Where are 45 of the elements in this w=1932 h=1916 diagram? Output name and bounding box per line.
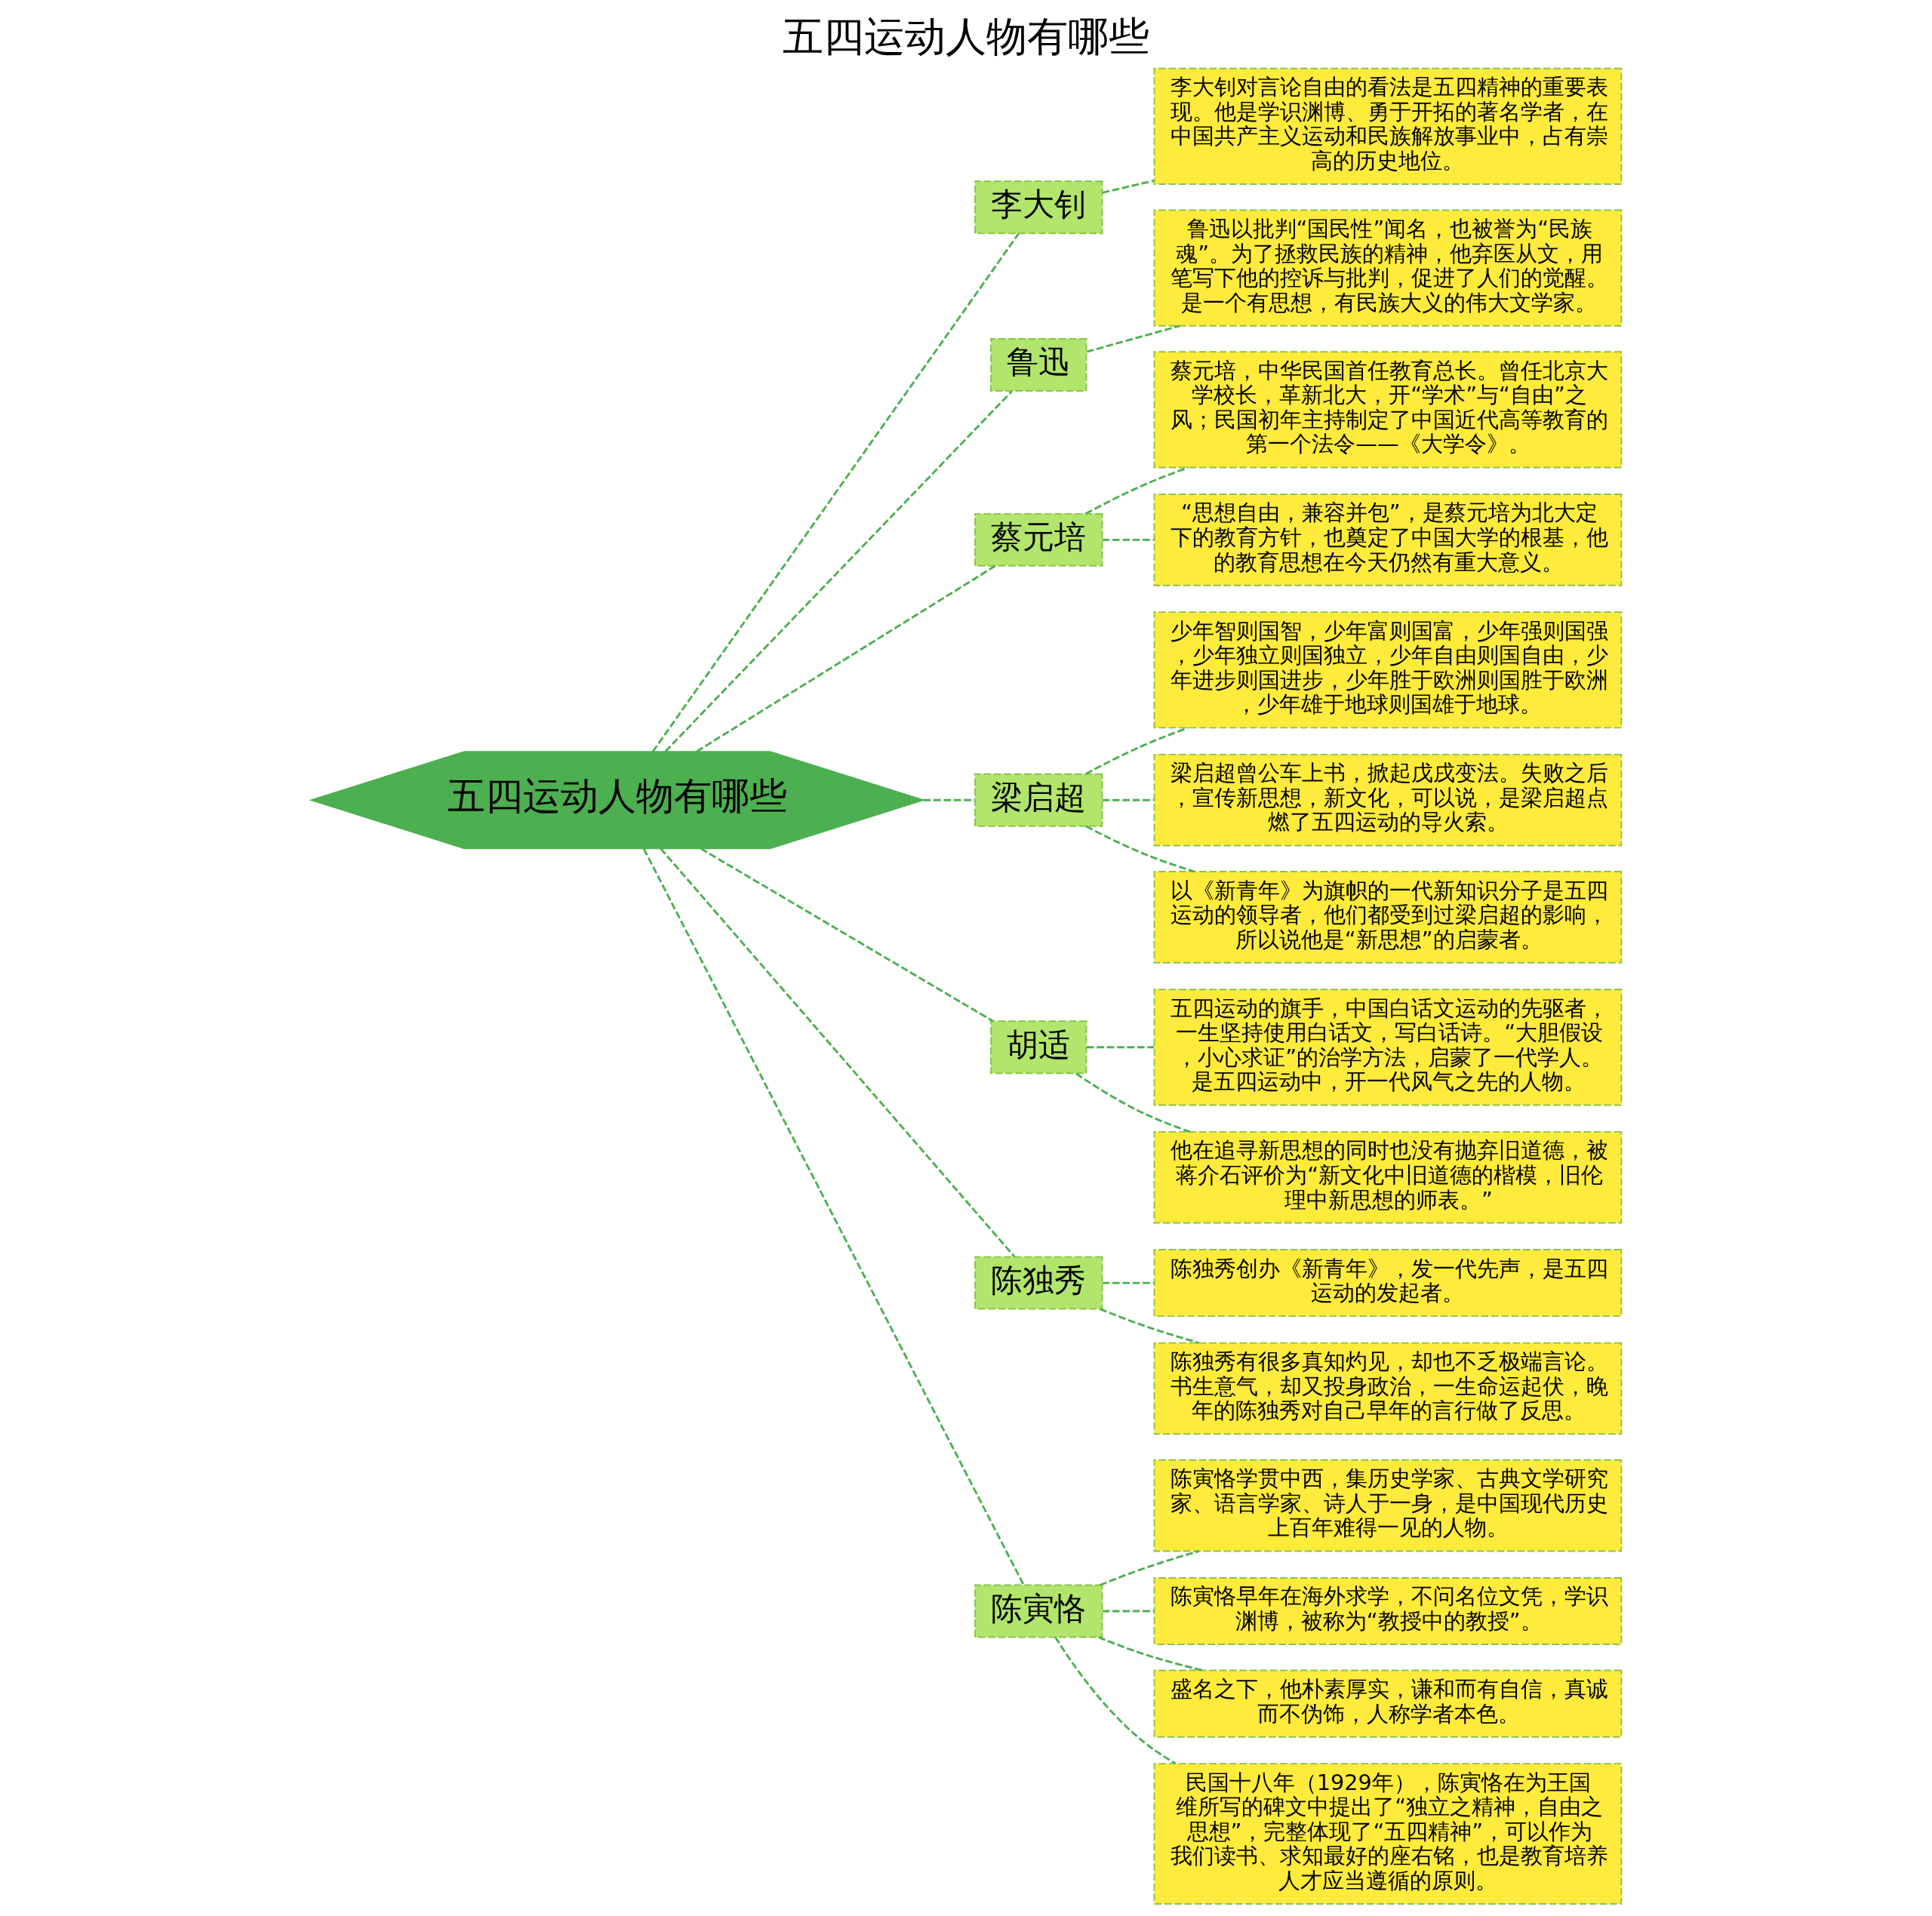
- node-box: 李大钊对言论自由的看法是五四精神的重要表现。他是学识渊博、勇于开拓的著名学者，在中国共产主义运动和民族解放事业中，占有崇高的历史地位。: [1153, 67, 1622, 185]
- node-box: 盛名之下，他朴素厚实，谦和而有自信，真诚而不伪饰，人称学者本色。: [1153, 1669, 1622, 1738]
- connector: [1102, 1610, 1154, 1613]
- connector: [664, 390, 1013, 752]
- connector: [651, 232, 1020, 752]
- connector: [1085, 825, 1195, 873]
- connector: [1097, 1636, 1203, 1672]
- node-box: 少年智则国智，少年富则国富，少年强则国强，少年独立则国独立，少年自由则国自由，少年进步则国进步，少年胜于欧洲则国胜于欧洲，少年雄于地球则国雄于地球。: [1153, 611, 1622, 729]
- connector: [1102, 798, 1154, 801]
- node-box: 鲁迅以批判“国民性”闻名，也被誉为“民族魂”。为了拯救民族的精神，他弃医从文，用笔写下他的控诉与批判，促进了人们的觉醒。是一个有思想，有民族大义的伟大文学家。: [1153, 209, 1622, 327]
- node-box: 鲁迅: [989, 338, 1087, 392]
- connector: [1101, 179, 1155, 194]
- connector: [1086, 324, 1180, 353]
- node-box: 以《新青年》为旗帜的一代新知识分子是五四运动的领导者，他们都受到过梁启超的影响，所以说他是“新思想”的启蒙者。: [1153, 871, 1622, 964]
- connector: [1102, 538, 1154, 541]
- node-box: 蔡元培，中华民国首任教育总长。曾任北京大学校长，革新北大，开“学术”与“自由”之风；民国初年主持制定了中国近代高等教育的第一个法令——《大学令》。: [1153, 351, 1622, 469]
- connector: [923, 798, 975, 801]
- connector: [1099, 1308, 1199, 1344]
- node-box: 李大钊: [974, 180, 1103, 235]
- connector: [642, 848, 1025, 1585]
- node-box: 陈寅恪学贯中西，集历史学家、古典文学研究家、语言学家、诗人于一身，是中国现代历史上百年难得一见的人物。: [1153, 1459, 1622, 1552]
- connector: [696, 564, 995, 752]
- connector: [1099, 1550, 1199, 1586]
- node-box: 陈独秀有很多真知灼见，却也不乏极端言论。书生意气，却又投身政治，一生命运起伏，晚年的陈独秀对自己早年的言行做了反思。: [1153, 1342, 1622, 1435]
- connector: [1102, 1281, 1154, 1284]
- node-box: 陈寅恪早年在海外求学，不问名位文凭，学识渊博，被称为“教授中的教授”。: [1153, 1576, 1622, 1645]
- connector: [1075, 1072, 1190, 1133]
- node-box: 胡适: [989, 1020, 1087, 1075]
- connector: [1084, 727, 1189, 775]
- node-box: 陈寅恪: [974, 1584, 1103, 1638]
- node-box: 梁启超: [974, 773, 1103, 827]
- node-box: 他在追寻新思想的同时也没有抛弃旧道德，被蒋介石评价为“新文化中旧道德的楷模，旧伦理中新思想的师表。”: [1153, 1130, 1622, 1224]
- node-box: 陈独秀: [974, 1256, 1103, 1310]
- connector: [1084, 466, 1189, 515]
- connector: [659, 847, 1015, 1258]
- node-box: “思想自由，兼容并包”，是蔡元培为北大定下的教育方针，也奠定了中国大学的根基，他的教育思想在今天仍然有重大意义。: [1153, 494, 1622, 586]
- node-box: 五四运动的旗手，中国白话文运动的先驱者，一生坚持使用白话文，写白话诗。“大胆假设，小心求证”的治学方法，启蒙了一代学人。是五四运动中，开一代风气之先的人物。: [1153, 989, 1622, 1106]
- node-box: 蔡元培: [974, 512, 1103, 567]
- node-box: 民国十八年（1929年），陈寅恪在为王国维所写的碑文中提出了“独立之精神，自由之思想”，完整体现了“五四精神”，可以作为我们读书、求知最好的座右铭，也是教育培养人才应当遵循的原则。: [1153, 1763, 1622, 1905]
- connector: [1054, 1636, 1176, 1765]
- diagram-title: 五四运动人物有哪些: [782, 12, 1149, 60]
- connector: [700, 847, 994, 1023]
- connector: [1086, 1046, 1154, 1049]
- node-box: 梁启超曾公车上书，掀起戊戌变法。失败之后，宣传新思想，新文化，可以说，是梁启超点燃了五四运动的导火索。: [1153, 753, 1622, 847]
- node-box: 陈独秀创办《新青年》，发一代先声，是五四运动的发起者。: [1153, 1249, 1622, 1318]
